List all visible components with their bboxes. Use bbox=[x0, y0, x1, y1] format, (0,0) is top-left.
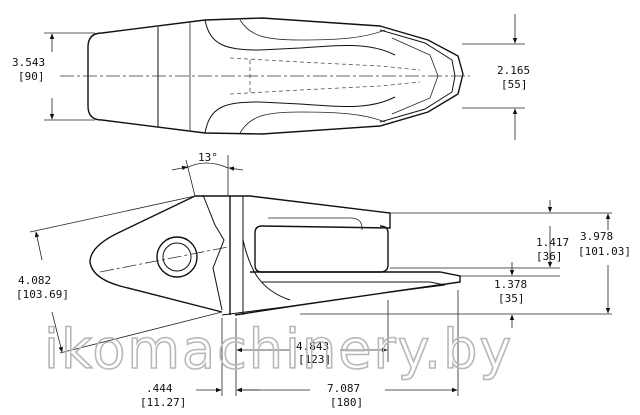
pocket-height-mm: [36] bbox=[536, 250, 563, 263]
top-view-hidden-upper bbox=[229, 57, 421, 71]
angle-arrow-right bbox=[228, 166, 244, 171]
side-view-shank bbox=[89, 195, 223, 313]
overall-height-mm: [101.03] bbox=[578, 245, 631, 258]
top-view-rib-upper bbox=[239, 19, 386, 41]
side-view: 13° 4.082 [103.69] 1.417 [36] 3.978 [101… bbox=[16, 151, 631, 409]
nose-offset-in: 1.378 bbox=[494, 278, 527, 291]
top-view-lower-curve bbox=[204, 96, 396, 134]
offset-in: .444 bbox=[146, 382, 173, 395]
top-view-outline bbox=[87, 17, 464, 135]
angle-tilted-ref bbox=[185, 159, 196, 197]
shank-diag-arrow-bottom bbox=[51, 311, 63, 353]
top-view-height-in: 3.543 bbox=[12, 56, 45, 69]
top-view-nose-mm: [55] bbox=[501, 78, 528, 91]
shank-diag-mm: [103.69] bbox=[16, 288, 69, 301]
nose-offset-mm: [35] bbox=[498, 292, 525, 305]
pocket-length-in: 4.843 bbox=[296, 340, 329, 353]
offset-mm: [11.27] bbox=[140, 396, 186, 409]
overall-length-mm: [180] bbox=[330, 396, 363, 409]
shank-diag-in: 4.082 bbox=[18, 274, 51, 287]
top-view-rib-lower bbox=[239, 111, 386, 134]
side-view-shank-inner bbox=[202, 194, 225, 311]
shank-diag-ext-top bbox=[29, 195, 196, 233]
side-view-pocket-inner bbox=[268, 217, 363, 230]
top-view: 3.543 [90] 2.165 [55] bbox=[12, 14, 530, 140]
angle-arrow-left bbox=[171, 165, 188, 171]
shank-diag-ext-bottom bbox=[59, 311, 223, 354]
overall-height-in: 3.978 bbox=[580, 230, 613, 243]
side-view-pocket bbox=[254, 225, 389, 273]
pocket-length-mm: [123] bbox=[298, 353, 331, 366]
pocket-height-in: 1.417 bbox=[536, 236, 569, 249]
shank-diag-arrow-top bbox=[34, 231, 43, 261]
pin-hole-inner bbox=[162, 242, 192, 272]
angle-label: 13° bbox=[198, 151, 218, 164]
top-view-hidden-lower bbox=[229, 81, 421, 95]
angle-arc bbox=[185, 162, 229, 169]
side-view-wear-curve bbox=[242, 239, 291, 301]
top-view-nose-in: 2.165 bbox=[497, 64, 530, 77]
top-view-upper-curve bbox=[204, 19, 396, 56]
pin-hole-centerline bbox=[99, 246, 229, 273]
top-view-height-mm: [90] bbox=[18, 70, 45, 83]
pin-hole-outer bbox=[156, 236, 198, 278]
watermark: ikomachinery.by bbox=[44, 318, 513, 381]
side-view-base-line bbox=[221, 304, 301, 316]
side-view-nose-inner bbox=[262, 281, 446, 293]
overall-length-in: 7.087 bbox=[327, 382, 360, 395]
